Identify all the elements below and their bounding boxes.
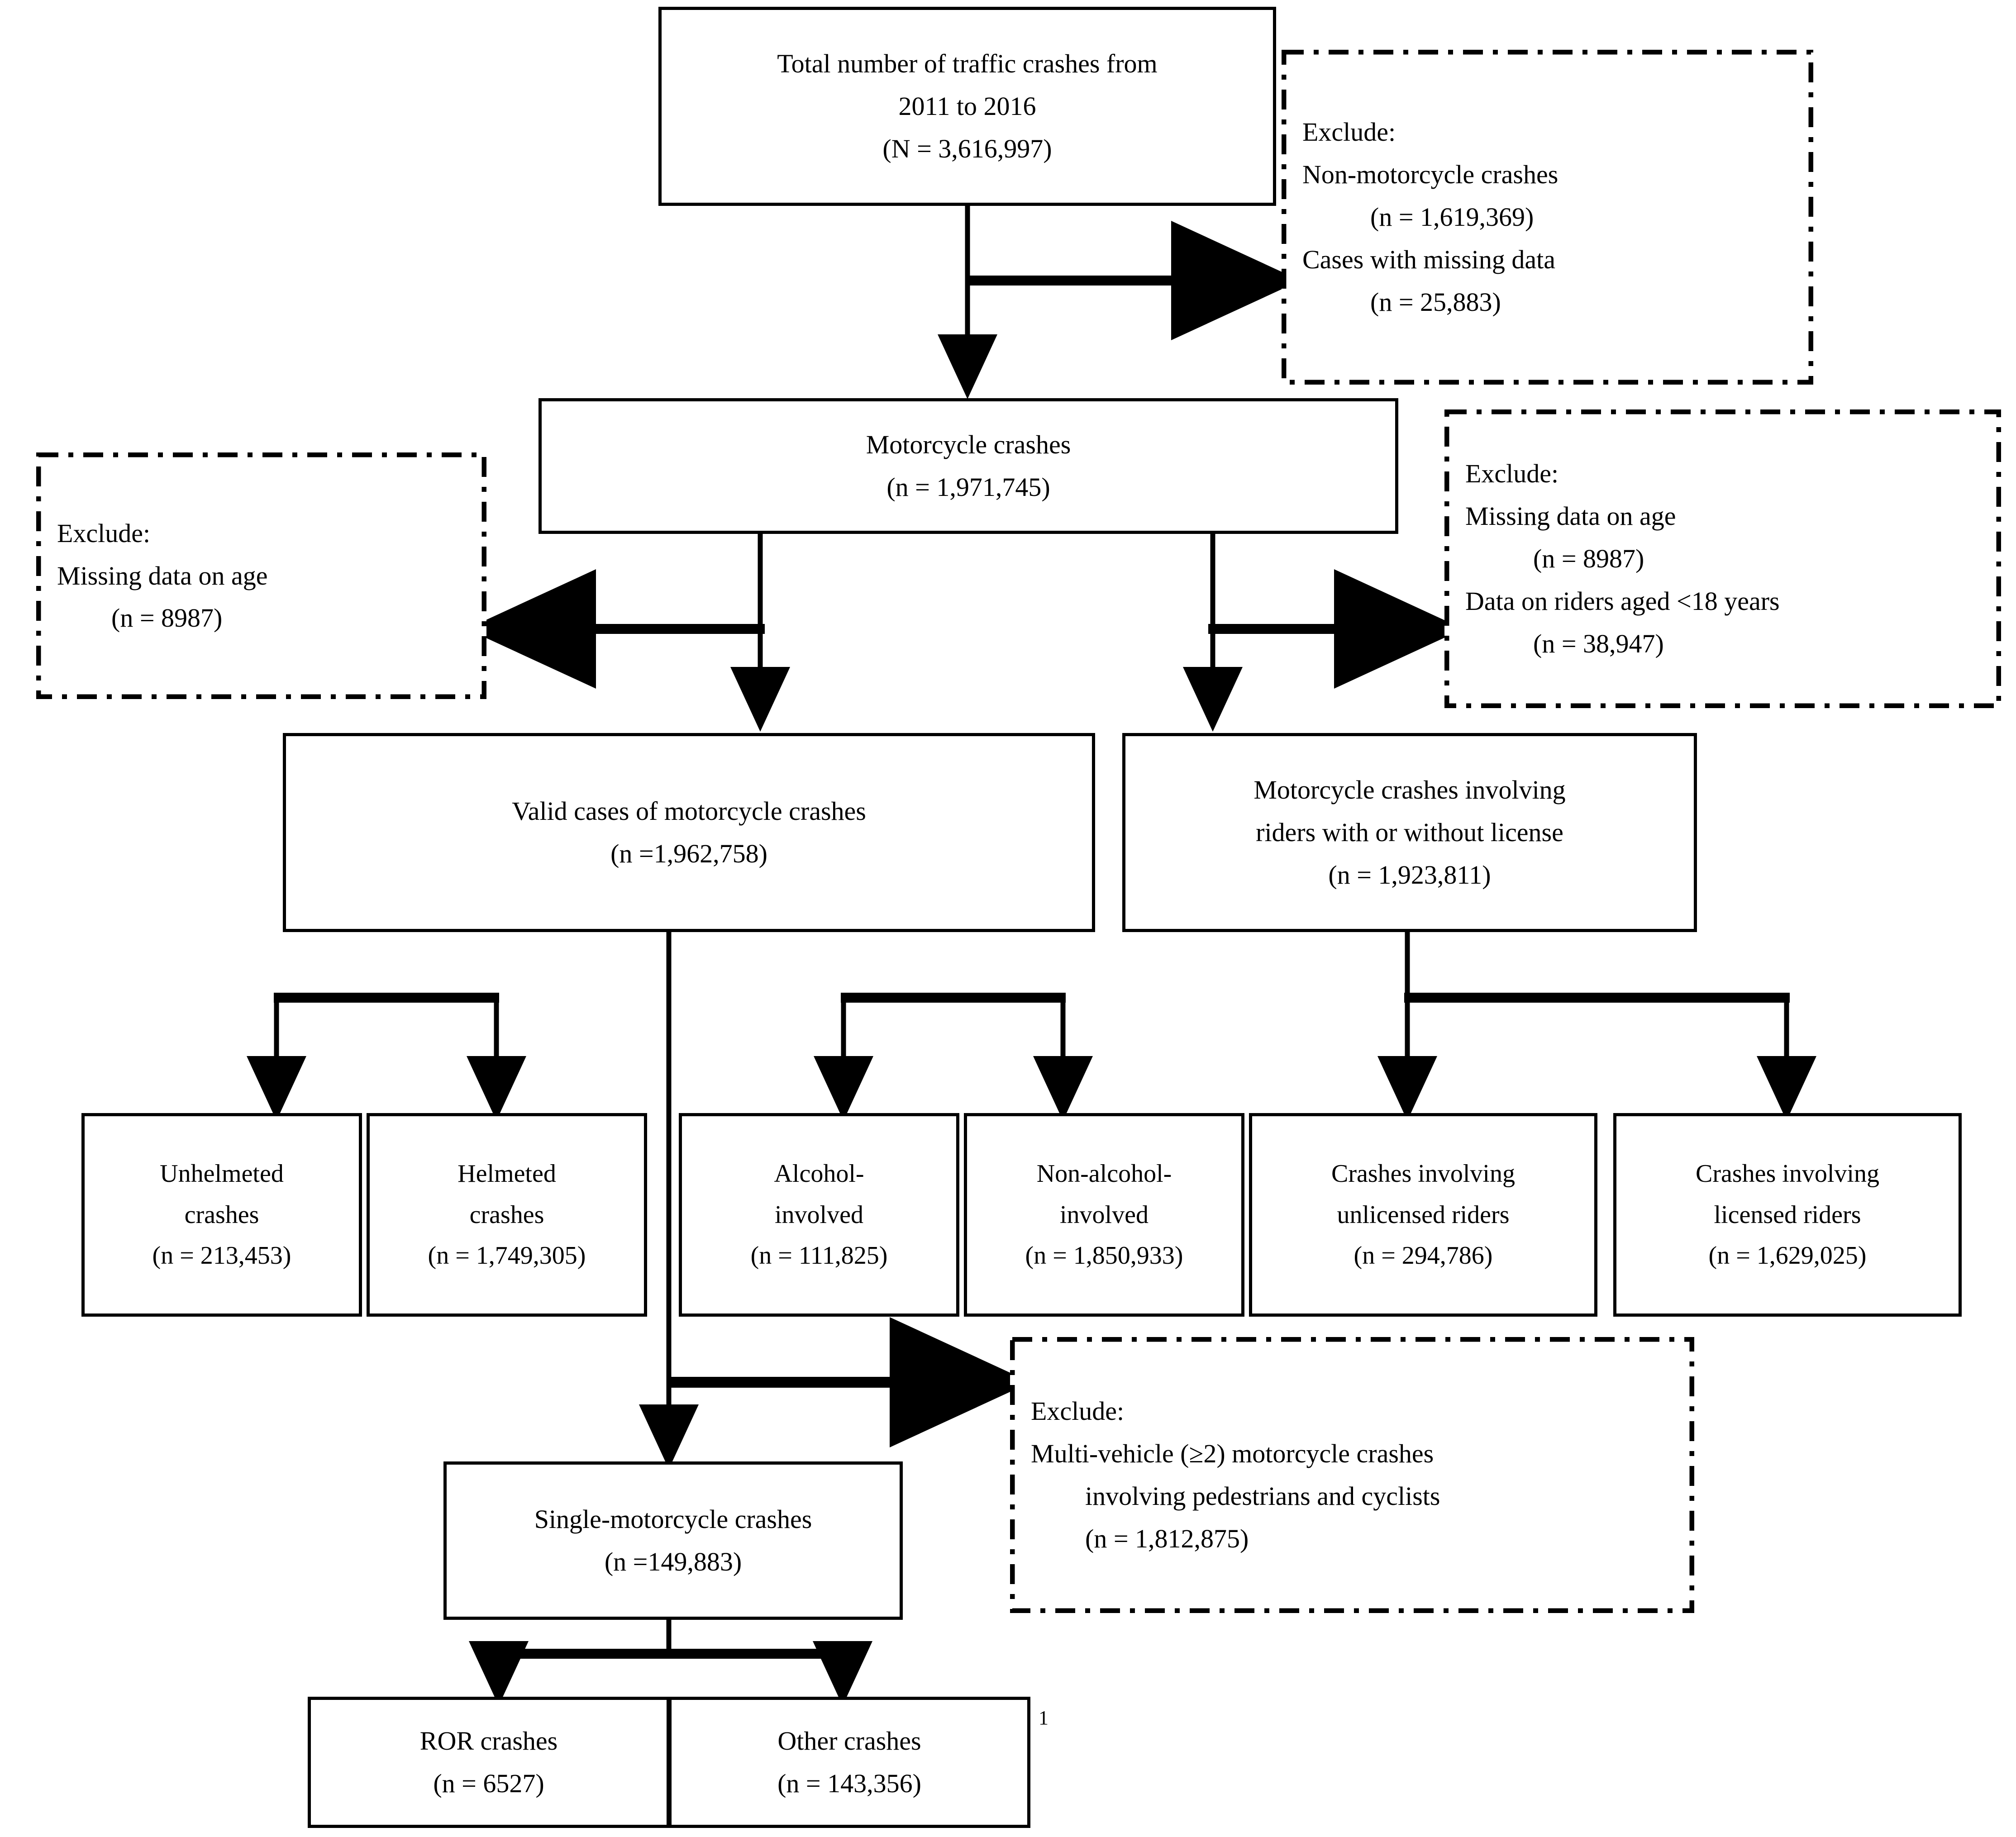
exclude-mid-left-text: Exclude: Missing data on age (n = 8987): [36, 512, 486, 640]
node-single-line1: Single-motorcycle crashes: [534, 1504, 812, 1534]
node-non-alcohol-line3: (n = 1,850,933): [1025, 1242, 1183, 1270]
node-non-alcohol-line1: Non-alcohol-: [1036, 1159, 1172, 1188]
node-alcohol-involved[interactable]: Alcohol- involved (n = 111,825): [679, 1113, 959, 1317]
node-helmeted-line3: (n = 1,749,305): [428, 1242, 586, 1270]
node-licensed-line1: Crashes involving: [1696, 1159, 1879, 1188]
exclude-top-right-text: Exclude: Non-motorcycle crashes (n = 1,6…: [1282, 111, 1813, 324]
node-unlicensed-line3: (n = 294,786): [1354, 1242, 1493, 1270]
node-unlicensed-line1: Crashes involving: [1331, 1159, 1515, 1188]
exclude-box-mid-right[interactable]: Exclude: Missing data on age (n = 8987) …: [1444, 409, 2001, 708]
exclude-top-right-line1: Non-motorcycle crashes: [1302, 160, 1558, 190]
node-valid-cases[interactable]: Valid cases of motorcycle crashes (n =1,…: [283, 733, 1095, 932]
exclude-top-right-header: Exclude:: [1302, 117, 1396, 147]
connector-alcohol-split: [814, 993, 1093, 1121]
exclude-box-top-right[interactable]: Exclude: Non-motorcycle crashes (n = 1,6…: [1282, 50, 1813, 385]
exclude-mid-right-line2: (n = 8987): [1533, 544, 1644, 574]
node-total-crashes-line2: 2011 to 2016: [898, 91, 1036, 121]
exclude-mid-right-line1: Missing data on age: [1465, 501, 1676, 531]
node-unhelmeted-line1: Unhelmeted: [160, 1159, 284, 1188]
node-helmeted-line2: crashes: [469, 1200, 544, 1229]
node-licensed-line3: (n = 1,629,025): [1708, 1242, 1867, 1270]
node-non-alcohol-involved[interactable]: Non-alcohol- involved (n = 1,850,933): [964, 1113, 1244, 1317]
exclude-bottom-line1: Multi-vehicle (≥2) motorcycle crashes: [1031, 1439, 1434, 1469]
node-unlicensed-riders[interactable]: Crashes involving unlicensed riders (n =…: [1249, 1113, 1597, 1317]
connector-motorcycle-to-exclude-left: [467, 534, 790, 732]
exclude-mid-right-header: Exclude:: [1465, 459, 1559, 489]
node-valid-cases-line2: (n =1,962,758): [610, 839, 767, 868]
node-alcohol-line3: (n = 111,825): [750, 1242, 888, 1270]
exclude-bottom-text: Exclude: Multi-vehicle (≥2) motorcycle c…: [1010, 1390, 1694, 1560]
node-license-crashes[interactable]: Motorcycle crashes involving riders with…: [1122, 733, 1697, 932]
node-motorcycle-crashes[interactable]: Motorcycle crashes (n = 1,971,745): [539, 398, 1398, 534]
node-other-line2: (n = 143,356): [777, 1769, 921, 1798]
exclude-box-bottom[interactable]: Exclude: Multi-vehicle (≥2) motorcycle c…: [1010, 1337, 1694, 1613]
node-unhelmeted-line3: (n = 213,453): [152, 1242, 291, 1270]
exclude-mid-left-header: Exclude:: [57, 518, 151, 548]
exclude-mid-right-line3: Data on riders aged <18 years: [1465, 586, 1780, 616]
node-total-crashes-line3: (N = 3,616,997): [882, 133, 1052, 163]
node-single-motorcycle-crashes[interactable]: Single-motorcycle crashes (n =149,883): [443, 1461, 903, 1620]
connector-helmet-split: [247, 993, 526, 1121]
exclude-bottom-header: Exclude:: [1031, 1396, 1125, 1426]
exclude-mid-right-line4: (n = 38,947): [1533, 628, 1664, 658]
node-license-crashes-line2: riders with or without license: [1256, 818, 1563, 847]
node-ror-line2: (n = 6527): [433, 1769, 544, 1798]
footnote-marker: 1: [1039, 1707, 1049, 1729]
node-alcohol-line2: involved: [775, 1200, 863, 1229]
node-license-crashes-line3: (n = 1,923,811): [1328, 860, 1491, 890]
exclude-bottom-line2: involving pedestrians and cyclists: [1085, 1481, 1440, 1511]
node-licensed-line2: licensed riders: [1714, 1200, 1861, 1229]
node-total-crashes[interactable]: Total number of traffic crashes from 201…: [658, 7, 1276, 206]
connector-license-split: [1377, 932, 1816, 1121]
node-helmeted-line1: Helmeted: [458, 1159, 556, 1188]
exclude-top-right-line4: (n = 25,883): [1370, 287, 1501, 317]
node-other-line1: Other crashes: [777, 1726, 921, 1756]
node-other-crashes[interactable]: Other crashes (n = 143,356): [668, 1697, 1030, 1828]
node-ror-line1: ROR crashes: [419, 1726, 558, 1756]
node-alcohol-line1: Alcohol-: [774, 1159, 864, 1188]
exclude-bottom-line3: (n = 1,812,875): [1085, 1523, 1249, 1553]
node-valid-cases-line1: Valid cases of motorcycle crashes: [512, 796, 866, 826]
exclude-mid-right-text: Exclude: Missing data on age (n = 8987) …: [1444, 452, 2001, 665]
connector-motorcycle-to-exclude-right: [1183, 534, 1463, 732]
node-total-crashes-line1: Total number of traffic crashes from: [777, 49, 1158, 79]
node-ror-crashes[interactable]: ROR crashes (n = 6527): [308, 1697, 670, 1828]
node-unlicensed-line2: unlicensed riders: [1337, 1200, 1510, 1229]
node-unhelmeted-line2: crashes: [184, 1200, 259, 1229]
node-helmeted[interactable]: Helmeted crashes (n = 1,749,305): [367, 1113, 647, 1317]
node-motorcycle-crashes-line2: (n = 1,971,745): [886, 472, 1050, 502]
exclude-top-right-line3: Cases with missing data: [1302, 244, 1556, 274]
node-single-line2: (n =149,883): [604, 1547, 742, 1576]
node-non-alcohol-line2: involved: [1060, 1200, 1149, 1229]
node-motorcycle-crashes-line1: Motorcycle crashes: [866, 430, 1071, 460]
node-licensed-riders[interactable]: Crashes involving licensed riders (n = 1…: [1613, 1113, 1962, 1317]
exclude-box-mid-left[interactable]: Exclude: Missing data on age (n = 8987): [36, 452, 486, 699]
exclude-top-right-line2: (n = 1,619,369): [1370, 202, 1534, 232]
node-license-crashes-line1: Motorcycle crashes involving: [1253, 775, 1566, 805]
connector-single-split: [469, 1620, 872, 1706]
exclude-mid-left-line2: (n = 8987): [111, 603, 223, 633]
exclude-mid-left-line1: Missing data on age: [57, 561, 268, 590]
node-unhelmeted[interactable]: Unhelmeted crashes (n = 213,453): [81, 1113, 362, 1317]
